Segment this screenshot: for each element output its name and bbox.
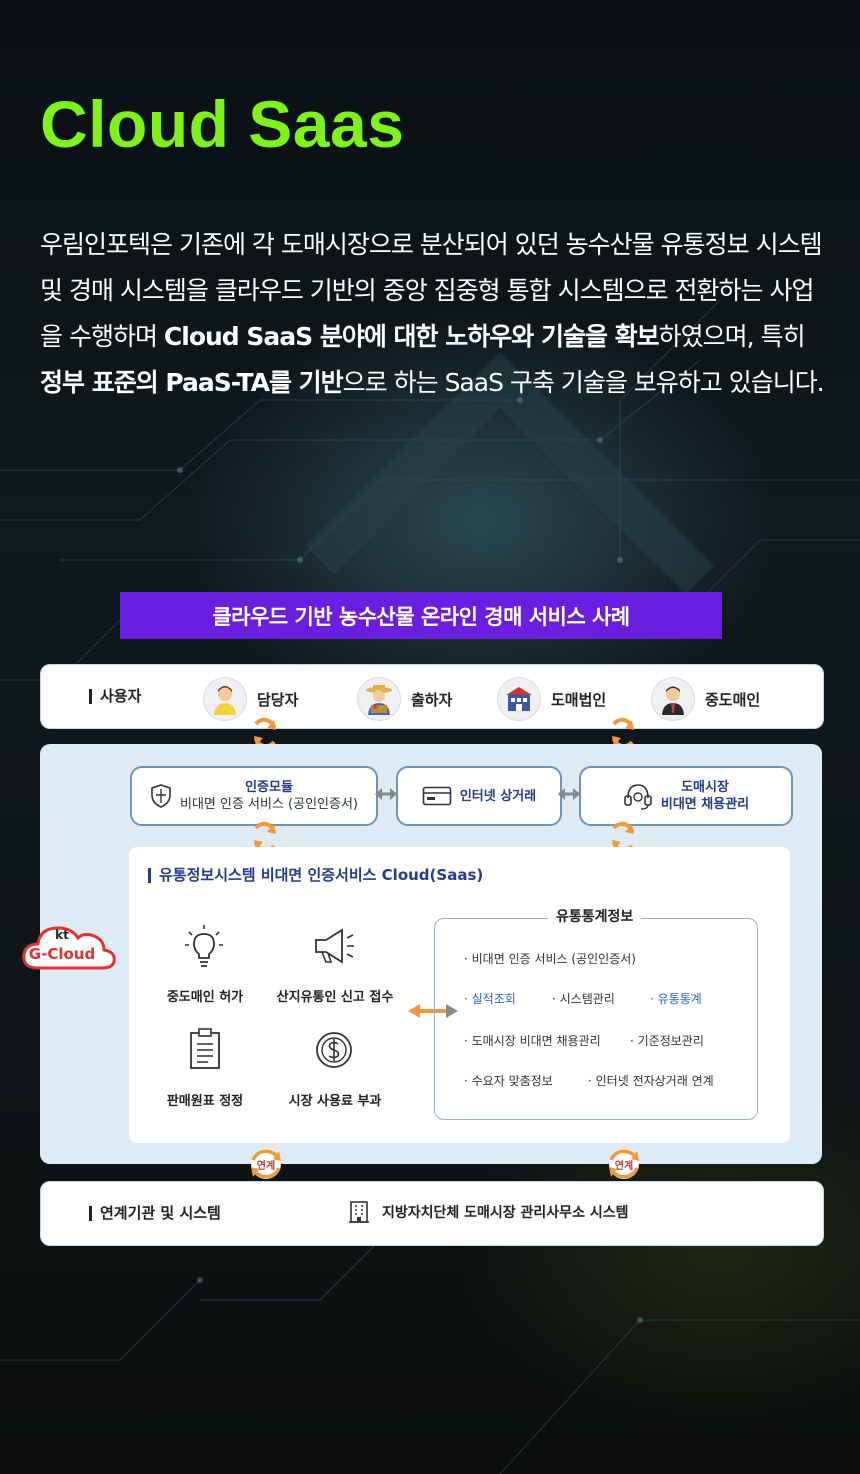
saas-inner-box — [129, 847, 790, 1143]
double-arrow-icon — [408, 1004, 458, 1018]
megaphone-icon — [315, 928, 354, 964]
actor-shipper: 출하자 — [357, 677, 452, 721]
local-gov-system: 지방자치단체 도매시장 관리사무소 시스템 — [348, 1200, 628, 1224]
actor-wholesale-corp-label: 도매법인 — [551, 690, 607, 709]
businessman-avatar-icon — [651, 677, 695, 721]
recruit-module-sub: 비대면 채용관리 — [660, 797, 750, 812]
saas-inner-title: 유통정보시스템 비대면 인증서비스 Cloud(Saas) — [148, 868, 483, 883]
gcloud-logo-text: G-Cloud — [28, 945, 96, 963]
users-panel: 사용자 담당자 출하자 도매법인 중도매인 — [40, 664, 824, 729]
cloud-logo-shape — [22, 926, 116, 970]
office-building-icon — [349, 1201, 369, 1223]
function-market-fee: 시장 사용료 부과 — [288, 1094, 382, 1109]
intro-bold-1: Cloud SaaS 분야에 대한 노하우와 기술을 확보 — [163, 322, 660, 351]
recruit-module-title: 도매시장 — [681, 780, 729, 795]
actor-broker: 중도매인 — [651, 677, 760, 721]
link-badge: 연계 — [248, 1146, 284, 1182]
intro-text-3: 으로 하는 SaaS 구축 기술을 보유하고 있습니다. — [342, 368, 825, 397]
shield-icon — [151, 784, 171, 808]
function-trader-report: 산지유통인 신고 접수 — [276, 990, 394, 1005]
intro-text-1: 우림인포텍은 기존에 각 도매시장으로 분산되어 있던 농수산물 유통정보 시스… — [40, 230, 823, 351]
local-gov-system-label: 지방자치단체 도매시장 관리사무소 시스템 — [382, 1205, 629, 1221]
farmer-avatar-icon — [357, 677, 401, 721]
users-label: 사용자 — [89, 689, 141, 704]
sync-arrow-icon — [251, 1149, 281, 1179]
clipboard-icon — [190, 1028, 220, 1069]
double-arrow-icon — [558, 788, 580, 800]
manager-avatar-icon — [203, 677, 247, 721]
building-avatar-icon — [497, 677, 541, 721]
kt-gcloud-logo: kt G-Cloud — [20, 918, 118, 974]
stat-item: · 수요자 맞춤정보 — [464, 1074, 553, 1088]
actor-manager-label: 담당자 — [257, 690, 299, 709]
stat-item: · 비대면 인증 서비스 (공인인증서) — [464, 952, 636, 966]
stats-title: 유통통계정보 — [548, 906, 642, 926]
diagram-banner: 클라우드 기반 농수산물 온라인 경매 서비스 사례 — [120, 592, 722, 639]
linked-systems-panel: 연계기관 및 시스템 — [40, 1181, 824, 1246]
sync-arrow-icon — [612, 717, 634, 749]
actor-wholesale-corp: 도매법인 — [497, 677, 606, 721]
stat-item: · 기준정보관리 — [630, 1034, 704, 1048]
intro-bold-2: 정부 표준의 PaaS-TA를 기반 — [40, 368, 344, 397]
function-sales-slip: 판매원표 정정 — [166, 1094, 244, 1109]
recruit-module: 도매시장 비대면 채용관리 — [579, 766, 793, 826]
function-broker-license: 중도매인 허가 — [166, 990, 244, 1005]
auth-module: 인증모듈 비대면 인증 서비스 (공인인증서) — [130, 766, 378, 826]
auth-module-sub: 비대면 인증 서비스 (공인인증서) — [179, 797, 359, 812]
kt-logo-text: kt — [55, 928, 69, 942]
actor-shipper-label: 출하자 — [411, 690, 453, 709]
intro-text-2: 하였으며, 특히 — [658, 322, 806, 351]
commerce-module-title: 인터넷 상거래 — [459, 788, 537, 804]
commerce-module: 인터넷 상거래 — [396, 766, 562, 826]
linked-systems-label: 연계기관 및 시스템 — [89, 1206, 221, 1221]
card-icon — [422, 786, 452, 806]
page-title: Cloud Saas — [40, 87, 405, 161]
link-badge-label: 연계 — [614, 1161, 634, 1172]
stat-item: · 유통통계 — [650, 992, 702, 1006]
link-badge-label: 연계 — [256, 1161, 276, 1172]
coin-icon — [316, 1032, 352, 1068]
lightbulb-icon — [185, 925, 223, 967]
auth-module-title: 인증모듈 — [245, 780, 293, 795]
stat-item: · 인터넷 전자상거래 연계 — [588, 1074, 714, 1088]
actor-manager: 담당자 — [203, 677, 298, 721]
stat-item: · 실적조회 — [464, 992, 516, 1006]
actor-broker-label: 중도매인 — [705, 690, 761, 709]
stat-item: · 시스템관리 — [552, 992, 615, 1006]
double-arrow-icon — [375, 788, 397, 800]
stats-box — [434, 918, 758, 1120]
link-badge: 연계 — [606, 1146, 642, 1182]
headset-icon — [624, 784, 652, 810]
sync-arrow-icon — [609, 1149, 639, 1179]
stat-item: · 도매시장 비대면 채용관리 — [464, 1034, 601, 1048]
intro-paragraph: 우림인포텍은 기존에 각 도매시장으로 분산되어 있던 농수산물 유통정보 시스… — [40, 222, 830, 406]
